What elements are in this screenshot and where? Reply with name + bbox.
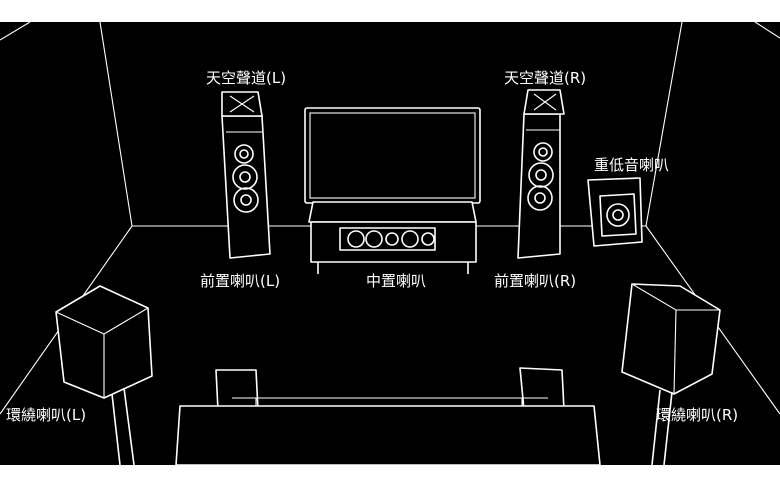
subwoofer-label: 重低音喇叭 (594, 156, 670, 174)
center-label: 中置喇叭 (366, 272, 427, 290)
height-right-speaker (523, 89, 565, 115)
front-left-label: 前置喇叭(L) (200, 272, 281, 290)
room-line-art (0, 21, 780, 466)
height-left-speaker (221, 91, 263, 117)
front-left-speaker (221, 115, 271, 259)
room-scene: 天空聲道(L) 天空聲道(R) 重低音喇叭 前置喇叭(L) 中置喇叭 前置喇叭(… (0, 21, 780, 466)
surround-left-speaker (55, 285, 153, 466)
surround-right-speaker (621, 283, 721, 466)
front-right-speaker (517, 113, 561, 259)
front-right-label: 前置喇叭(R) (494, 272, 577, 290)
surround-left-label: 環繞喇叭(L) (6, 406, 87, 424)
subwoofer (587, 177, 643, 247)
height-left-label: 天空聲道(L) (206, 69, 287, 87)
height-right-label: 天空聲道(R) (504, 69, 587, 87)
sofa (175, 367, 601, 466)
surround-right-label: 環繞喇叭(R) (656, 406, 739, 424)
center-speaker (339, 227, 436, 251)
